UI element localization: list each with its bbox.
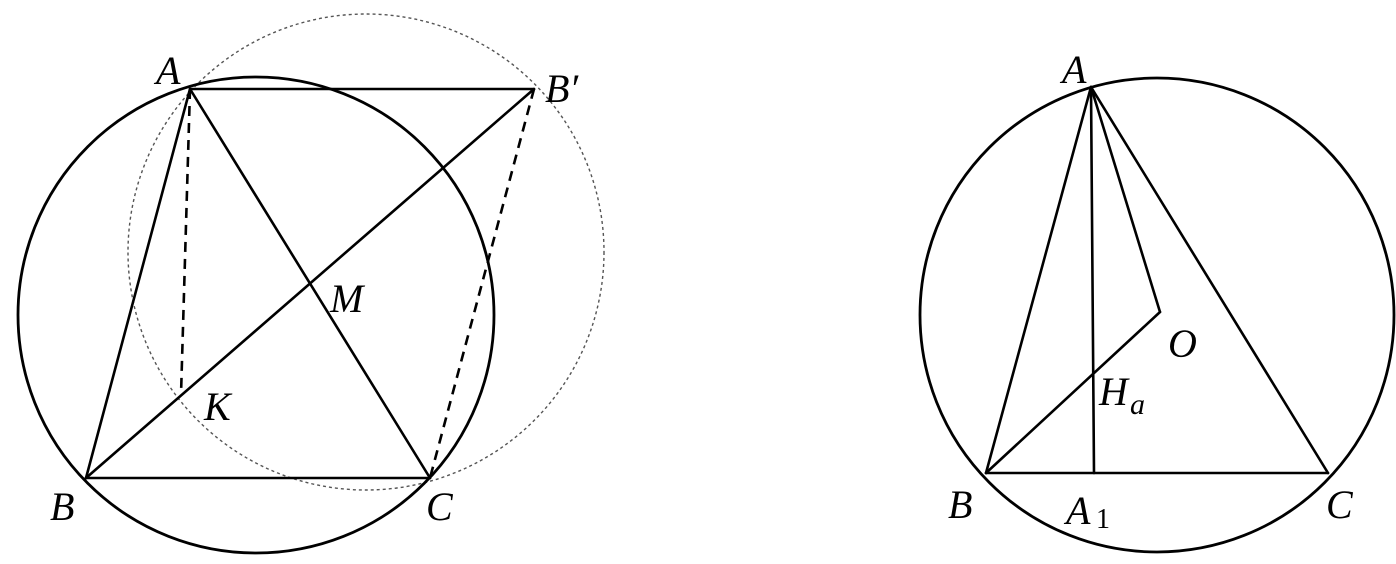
label-K: K	[203, 384, 233, 429]
label-A1-subscript: 1	[1096, 504, 1110, 535]
label-O: O	[1168, 321, 1197, 366]
left-figure: A B′ M K B C	[16, 13, 605, 555]
label-C-left: C	[426, 484, 454, 529]
label-C-right: C	[1326, 482, 1354, 527]
label-M: M	[329, 276, 366, 321]
right-figure: A O H a B A 1 C	[918, 47, 1396, 554]
segment-BB-prime	[84, 87, 536, 480]
label-B-left: B	[50, 484, 74, 529]
label-A-left: A	[153, 48, 181, 93]
segment-AC-right	[1089, 85, 1330, 475]
auxiliary-circle	[127, 13, 605, 491]
circumcircle-right	[918, 76, 1396, 554]
dashed-CB-prime	[428, 88, 536, 479]
altitude-AA1	[1089, 85, 1096, 475]
label-H-subscript: a	[1130, 388, 1145, 421]
circumcircle-left	[16, 75, 496, 555]
label-H: H	[1098, 369, 1130, 414]
dashed-AK	[179, 88, 192, 396]
segment-AO	[1089, 85, 1162, 314]
segment-AB-right	[984, 85, 1093, 475]
label-A-right: A	[1059, 47, 1087, 92]
segment-AB	[84, 87, 192, 480]
label-B-right: B	[948, 482, 972, 527]
label-A1: A	[1063, 488, 1091, 533]
segment-OB	[984, 310, 1162, 475]
label-B-prime: B′	[545, 66, 579, 111]
